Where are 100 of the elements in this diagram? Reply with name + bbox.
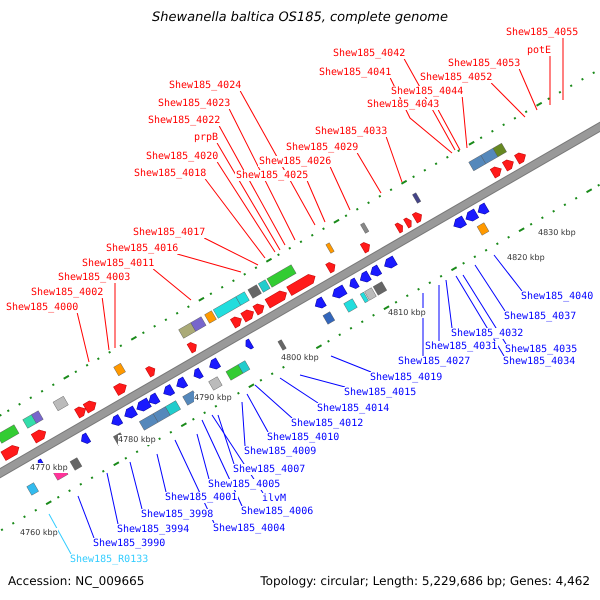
footer-text: Topology: circular; Length: 5,229,686 bp; Genes: 4,462 — [260, 574, 590, 588]
leader-line — [240, 90, 316, 226]
scale-label: 4790 kbp — [194, 393, 232, 403]
scale-label: 4760 kbp — [20, 528, 58, 538]
gene-label: Shew185_4006 — [240, 506, 314, 517]
gene-label: Shew185_4015 — [343, 387, 418, 398]
gene-label: Shew185_4055 — [505, 27, 580, 38]
gene-label: Shew185_4042 — [332, 48, 406, 59]
gene-label: Shew185_4032 — [450, 328, 524, 339]
leader-line — [246, 394, 268, 432]
gene-label: Shew185_4033 — [314, 126, 388, 137]
gene-label: Shew185_3994 — [116, 524, 190, 535]
leader-line — [330, 356, 372, 372]
gene-label: Shew185_4024 — [168, 80, 242, 91]
gene-label: Shew185_4017 — [132, 227, 206, 238]
leader-line — [102, 298, 110, 350]
leader-line — [216, 142, 280, 250]
gene-label: Shew185_4016 — [105, 243, 180, 254]
gene-label: Shew185_4041 — [318, 67, 392, 78]
gene-label: Shew185_4035 — [504, 344, 578, 355]
leader-line — [446, 280, 452, 328]
leader-line — [462, 96, 468, 148]
leader-line — [130, 462, 142, 510]
gene-label: ilvM — [261, 493, 288, 504]
gene-label: Shew185_4052 — [419, 72, 494, 83]
gene-label: Shew185_4010 — [266, 432, 340, 443]
leader-line — [106, 472, 118, 524]
leader-line — [390, 78, 452, 154]
leader-line — [212, 414, 264, 494]
leader-line — [204, 238, 258, 266]
gene-label: Shew185_4053 — [447, 58, 522, 69]
gene-label: Shew185_4000 — [5, 302, 80, 313]
gene-label: Shew185_4023 — [157, 98, 232, 109]
gene-label: Shew185_4037 — [503, 311, 578, 322]
leader-line — [76, 312, 90, 362]
gene-label: Shew185_4011 — [81, 258, 156, 269]
leader-line — [114, 282, 116, 348]
gene-label: Shew185_4012 — [290, 418, 364, 429]
gene-label: Shew185_4044 — [390, 86, 464, 97]
leader-line — [174, 440, 214, 524]
leader-line — [356, 152, 382, 194]
leader-line — [490, 82, 526, 118]
gene-label: potE — [526, 45, 552, 56]
leader-line — [216, 162, 276, 252]
gene-label: Shew185_R0133 — [69, 554, 150, 565]
scale-label: 4830 kbp — [538, 228, 576, 238]
leader-line — [48, 514, 72, 554]
leader-line — [518, 68, 538, 110]
gene-label: prpB — [193, 132, 220, 143]
leader-line — [156, 454, 166, 492]
gene-label: Shew185_4019 — [369, 372, 444, 383]
gene-label: Shew185_4003 — [57, 272, 132, 283]
gene-label: Shew185_4001 — [164, 492, 238, 503]
footer-text: Accession: NC_009665 — [8, 574, 144, 588]
leader-line — [202, 420, 242, 506]
leader-line — [330, 166, 350, 210]
leader-line — [280, 378, 318, 404]
leader-line — [218, 126, 286, 246]
gene-label: Shew185_4029 — [285, 142, 360, 153]
leader-line — [152, 268, 192, 300]
gene-label: Shew185_4040 — [520, 291, 594, 302]
scale-label: 4810 kbp — [388, 308, 426, 318]
leader-line — [404, 58, 456, 150]
leader-line — [176, 254, 242, 272]
scale-label: 4770 kbp — [30, 463, 68, 473]
leader-line — [438, 110, 460, 150]
leader-line — [494, 254, 522, 292]
gene-label: Shew185_4020 — [145, 151, 220, 162]
gene-label: Shew185_4022 — [147, 115, 222, 126]
gene-label: Shew185_4031 — [424, 341, 498, 352]
leader-line — [242, 402, 246, 446]
gene-label: Shew185_4014 — [316, 403, 390, 414]
leader-line — [438, 284, 440, 342]
leader-line — [456, 276, 504, 356]
gene-label: Shew185_4007 — [232, 464, 306, 475]
gene-label: Shew185_4004 — [212, 523, 286, 534]
leader-line — [386, 136, 402, 182]
gene-label: Shew185_4009 — [243, 446, 318, 457]
gene-label: Shew185_4043 — [366, 99, 440, 110]
leader-line — [306, 180, 326, 222]
scale-label: 4800 kbp — [281, 353, 319, 363]
leader-line — [78, 496, 94, 538]
gene-label: Shew185_3990 — [92, 538, 166, 549]
leader-line — [204, 178, 266, 258]
leader-line — [300, 374, 346, 388]
gene-label: Shew185_4026 — [258, 156, 332, 167]
leader-line — [254, 384, 292, 418]
scale-label: 4780 kbp — [118, 435, 156, 445]
gene-label: Shew185_4002 — [30, 287, 104, 298]
gene-label: Shew185_4005 — [207, 479, 282, 490]
leader-line — [474, 264, 506, 312]
scale-label: 4820 kbp — [507, 253, 545, 263]
leader-line — [228, 108, 296, 240]
leader-line — [462, 274, 506, 344]
gene-label: Shew185_4018 — [133, 168, 208, 179]
gene-label: Shew185_4027 — [397, 356, 472, 367]
gene-label: Shew185_4025 — [235, 170, 310, 181]
gene-label: Shew185_4034 — [502, 356, 576, 367]
leader-line — [218, 414, 234, 464]
leader-line — [562, 38, 564, 100]
